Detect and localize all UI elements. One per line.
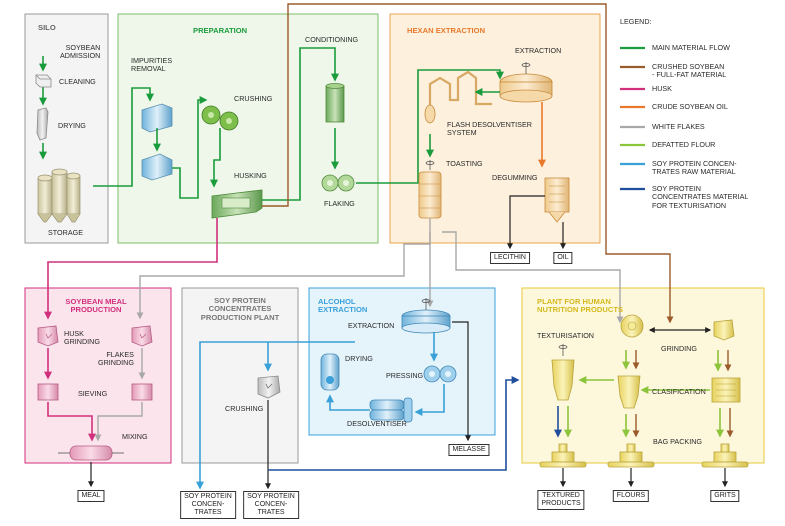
output-textured-products: TEXTURED PRODUCTS [537,490,585,510]
output-oil: OIL [553,252,573,264]
hexan-extractor-icon [499,62,553,103]
label-soybean-admission: SOYBEAN ADMISSION [60,43,101,61]
label-desolventiser: DESOLVENTISER [347,419,407,428]
concentrates-frame [181,287,299,464]
label-drying-silo: DRYING [58,121,86,130]
output-lecithin: LECITHIN [490,252,530,264]
label-husking: HUSKING [234,171,267,180]
label-bag-packing: BAG PACKING [653,437,702,446]
label-sieving: SIEVING [78,389,108,398]
label-extraction-hexan: EXTRACTION [515,46,562,55]
section-title-preparation: PREPARATION [193,26,248,35]
label-flakes-grinding: FLAKES GRINDING [98,350,134,368]
label-texturisation: TEXTURISATION [537,331,594,340]
white-flakes-line-human [442,231,624,324]
pressing-icon [423,365,457,383]
classifier-icon [617,375,741,409]
output-grits: GRITS [710,490,740,502]
brown-flow-line [262,3,674,324]
husk-flow-line [44,218,218,320]
section-title-concentrates: SOY PROTEIN CONCENTRATES PRODUCTION PLAN… [200,296,280,322]
section-title-human: PLANT FOR HUMAN NUTRITION PRODUCTS [537,297,624,315]
label-grinding: GRINDING [661,344,697,353]
bag-packing-stations-icon [539,443,749,468]
alcohol-flow [326,321,471,442]
label-pressing: PRESSING [386,371,424,380]
legend-item-label: SOY PROTEIN CONCEN- TRATES RAW MATERIAL [652,159,737,177]
legend-item-label: MAIN MATERIAL FLOW [652,43,730,52]
degumming-icon [544,177,570,223]
desolventiser-icon [369,397,413,423]
label-impurities-removal: IMPURITIES REMOVAL [131,56,173,74]
texturisation-icon [551,344,575,401]
concentrates-flow [196,341,520,490]
legend-swatches [620,46,645,191]
label-extraction-alcohol: EXTRACTION [348,321,395,330]
flaking-icon [321,174,355,192]
flakes-grinding-icon [131,325,153,347]
flash-desolventiser-icon [424,70,492,124]
label-clasification: CLASIFICATION [652,387,706,396]
label-degumming: DEGUMMING [492,173,538,182]
alcohol-extractor-icon [401,298,451,334]
hexan-flow [426,88,566,250]
human-flow [554,327,734,488]
output-flours: FLOURS [612,490,650,502]
husking-icon [211,189,263,219]
output-concentrates-1: SOY PROTEIN CONCEN- TRATES [180,491,236,519]
husk-grinding-icon [37,325,59,347]
label-drying-alcohol: DRYING [345,354,373,363]
legend-title: LEGEND: [620,17,652,26]
label-flaking: FLAKING [324,199,355,208]
legend-item-label: DEFATTED FLOUR [652,140,716,149]
legend-item-label: CRUSHED SOYBEAN - FULL-FAT MATERIAL [652,62,727,80]
label-crushing-conc: CRUSHING [225,404,264,413]
grits-grinder-icon [713,319,735,341]
label-husk-grinding: HUSK GRINDING [64,329,100,347]
mixing-icon [58,445,124,461]
label-conditioning: CONDITIONING [305,35,359,44]
label-flash-desolventiser: FLASH DESOLVENTISER SYSTEM [447,120,532,138]
crushing-rolls-icon [201,105,239,131]
concentrates-crusher-icon [257,375,281,399]
cleaning-icon [35,74,52,88]
legend-item-label: HUSK [652,84,672,93]
section-title-silo: SILO [38,23,56,32]
label-crushing-prep: CRUSHING [234,94,273,103]
label-storage: STORAGE [48,228,84,237]
grinding-mill-icon [620,314,644,338]
output-melasse: MELASSE [448,444,490,456]
meal-flow [44,348,146,488]
label-toasting: TOASTING [446,159,483,168]
storage-silos-icon [37,168,81,223]
label-mixing: MIXING [122,432,148,441]
output-meal: MEAL [77,490,105,502]
drying-tower-icon [36,107,49,141]
legend-item-label: CRUDE SOYBEAN OIL [652,102,728,111]
legend-item-label: SOY PROTEIN CONCENTRATES MATERIAL FOR TE… [652,184,749,210]
sieving-icon [37,383,153,401]
section-title-meal: SOYBEAN MEAL PRODUCTION [65,297,127,315]
alcohol-dryer-icon [320,353,340,391]
output-concentrates-2: SOY PROTEIN CONCEN- TRATES [243,491,299,519]
label-cleaning: CLEANING [59,77,96,86]
legend-item-label: WHITE FLAKES [652,122,705,131]
section-title-hexan: HEXAN EXTRACTION [407,26,486,35]
conditioning-icon [325,83,345,123]
section-title-alcohol: ALCOHOL EXTRACTION [318,297,368,315]
impurities-removal-icon [141,103,173,181]
